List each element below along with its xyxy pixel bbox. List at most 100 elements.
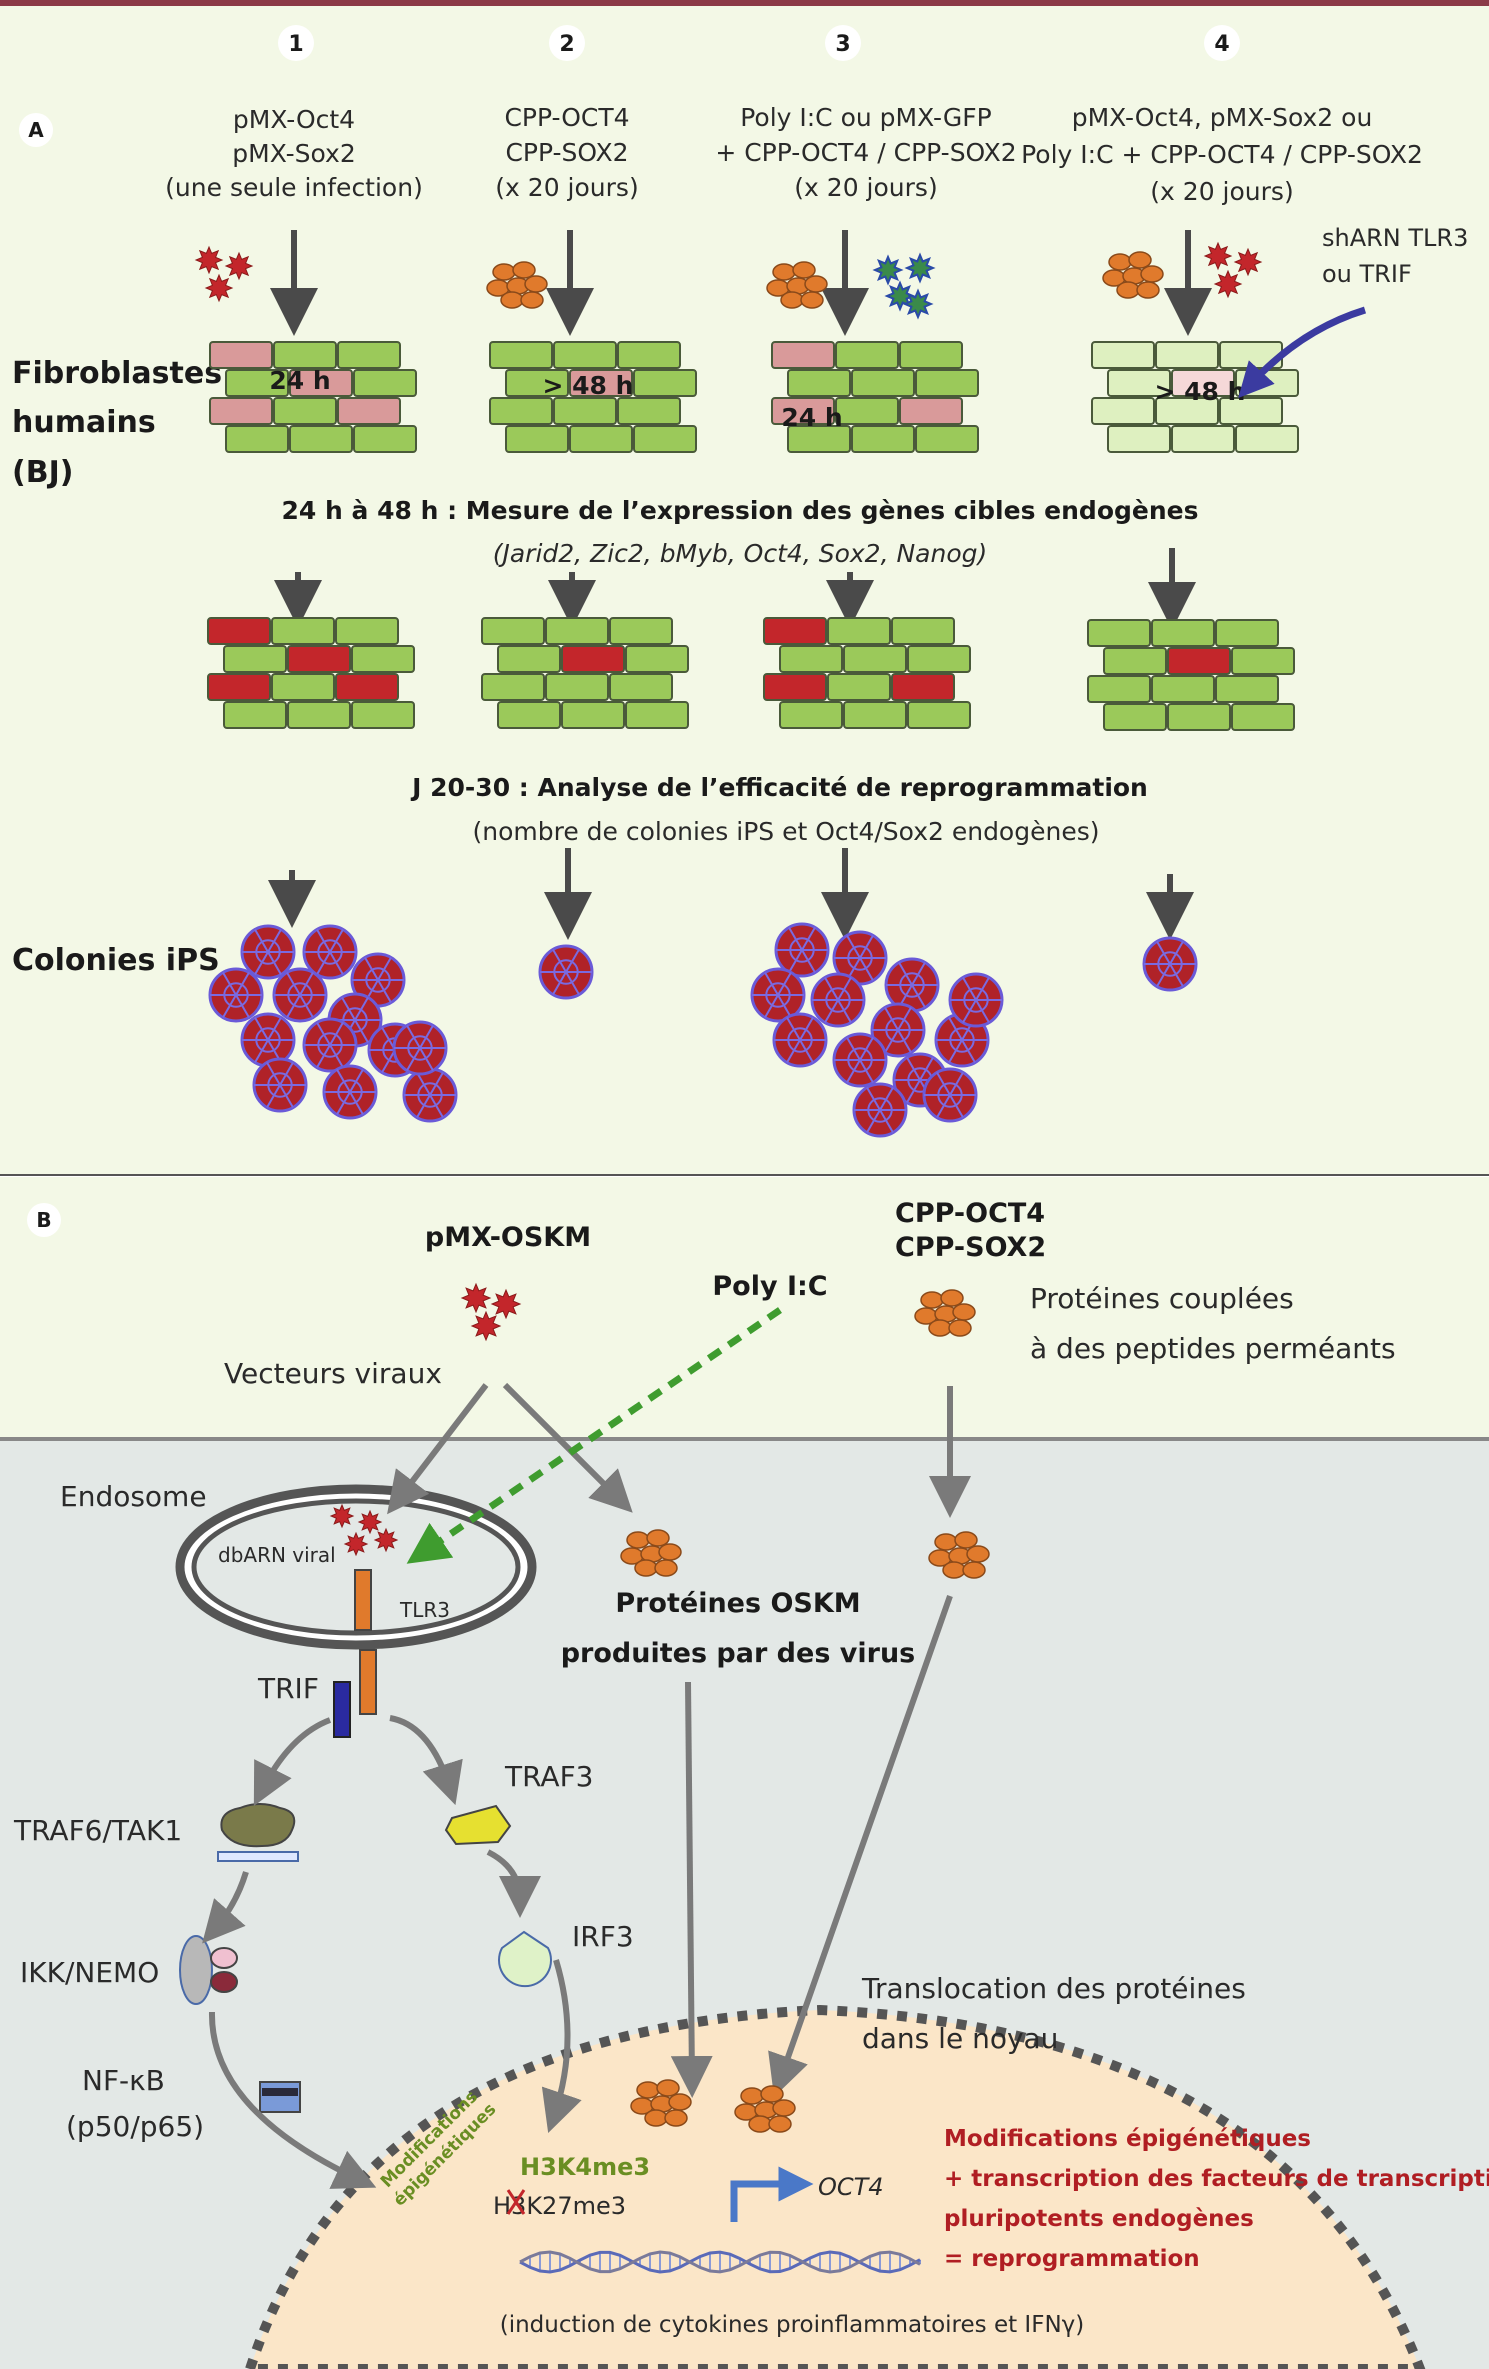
colony-cell-border bbox=[565, 971, 580, 996]
colony-cell-border bbox=[801, 949, 816, 974]
grid-cell bbox=[505, 369, 569, 397]
protein bbox=[962, 1561, 986, 1579]
grid-cell bbox=[1107, 369, 1171, 397]
grid-cell bbox=[223, 701, 287, 729]
ips-colony-col3 bbox=[774, 922, 830, 978]
arrow-traf6-to-ikk bbox=[202, 1871, 249, 1944]
svg-text:+ transcription des facteurs d: + transcription des facteurs de transcri… bbox=[944, 2166, 1489, 2192]
cytokines-label: (induction de cytokines proinflammatoire… bbox=[500, 2312, 1085, 2338]
colony-cell-border bbox=[354, 996, 369, 1021]
grid-cell bbox=[337, 341, 401, 369]
svg-text:ou TRIF: ou TRIF bbox=[1322, 260, 1412, 288]
colony-cell-border bbox=[419, 1024, 434, 1049]
grid-cell bbox=[481, 617, 545, 645]
grid-fibro-1 bbox=[209, 341, 417, 453]
grid-cell bbox=[351, 645, 415, 673]
protein-cluster-cpp-cytoplasm bbox=[928, 1531, 990, 1579]
colony-cell-border bbox=[824, 999, 839, 1024]
svg-text:(x 20 jours): (x 20 jours) bbox=[1150, 177, 1293, 206]
column-3-conditions: Poly I:C ou pMX-GFP + CPP-OCT4 / CPP-SOX… bbox=[715, 103, 1016, 202]
grid-cell bbox=[835, 341, 899, 369]
colony-cell-border bbox=[429, 1071, 444, 1096]
virus-particle bbox=[1213, 269, 1243, 299]
colony-cell-border bbox=[329, 951, 344, 976]
protein bbox=[934, 1533, 958, 1551]
grid-cell bbox=[1171, 369, 1235, 397]
grid-cell bbox=[481, 673, 545, 701]
colony-cell-border bbox=[377, 979, 392, 1004]
colony-cell-border bbox=[837, 976, 852, 1001]
grid-4-label: > 48 h bbox=[1155, 377, 1246, 406]
oskm-proteins-line1: Protéines OSKM bbox=[615, 1588, 860, 1619]
protein-cluster-col2 bbox=[486, 261, 548, 309]
colony-cell-border bbox=[235, 971, 250, 996]
colony-cell-border bbox=[286, 994, 301, 1019]
protein bbox=[1140, 265, 1164, 283]
colony-cell-border bbox=[884, 1006, 899, 1031]
grid-cell bbox=[1103, 703, 1167, 731]
svg-text:Poly I:C ou pMX-GFP: Poly I:C ou pMX-GFP bbox=[740, 103, 992, 132]
protein-cluster-oskm bbox=[620, 1529, 682, 1577]
arrow-vectors-to-endosome bbox=[387, 1383, 489, 1515]
grid-cell bbox=[1231, 647, 1295, 675]
grid-cell bbox=[489, 397, 553, 425]
ips-colony-col3 bbox=[922, 1067, 978, 1123]
colony-cell-border bbox=[884, 1029, 899, 1054]
protein bbox=[656, 2079, 680, 2097]
grid-cell bbox=[225, 369, 289, 397]
grid-cell bbox=[287, 701, 351, 729]
colony-cell-border bbox=[866, 1109, 881, 1134]
ips-colony-col1 bbox=[402, 1067, 458, 1123]
grid-cell bbox=[907, 645, 971, 673]
protein-cluster-cpp bbox=[914, 1289, 976, 1337]
svg-text:+ CPP-OCT4 / CPP-SOX2: + CPP-OCT4 / CPP-SOX2 bbox=[715, 138, 1016, 167]
colony-inner-border bbox=[949, 1027, 975, 1053]
grid-cell bbox=[851, 425, 915, 453]
grid-cell bbox=[545, 673, 609, 701]
colony-cell-border bbox=[961, 1039, 976, 1064]
grid-expr-2 bbox=[481, 617, 689, 729]
colony-inner-border bbox=[847, 945, 873, 971]
arrow-ikk-to-nucleus bbox=[208, 2011, 377, 2189]
irf3-label: IRF3 bbox=[572, 1920, 634, 1953]
colony-cell-border bbox=[764, 971, 779, 996]
colony-inner-border bbox=[765, 982, 791, 1008]
colony-inner-border bbox=[867, 1097, 893, 1123]
colony-cell-border bbox=[267, 928, 282, 953]
virus-particle bbox=[194, 245, 224, 275]
grid-3-label: 24 h bbox=[781, 403, 842, 432]
grid-cell bbox=[915, 369, 979, 397]
colony-cell-border bbox=[906, 1056, 921, 1081]
protein bbox=[492, 263, 516, 281]
grid-cell bbox=[1167, 703, 1231, 731]
top-border bbox=[0, 0, 1489, 6]
colony-cell-border bbox=[254, 951, 269, 976]
colony-cell-border bbox=[846, 934, 861, 959]
grid-cell bbox=[1107, 425, 1171, 453]
colony-cell-border bbox=[299, 971, 314, 996]
colony-inner-border bbox=[789, 937, 815, 963]
gfp-virus-particle bbox=[872, 254, 904, 286]
tlr3-label: TLR3 bbox=[399, 1598, 450, 1622]
column-number-2: 2 bbox=[549, 25, 585, 61]
grid-cell bbox=[1091, 341, 1155, 369]
trif-label: TRIF bbox=[257, 1672, 319, 1705]
protein bbox=[1116, 281, 1140, 299]
colony-cell-border bbox=[364, 956, 379, 981]
colony-cell-border bbox=[419, 1047, 434, 1072]
ips-colony-col1 bbox=[302, 1017, 358, 1073]
svg-text:4: 4 bbox=[1214, 32, 1229, 57]
grid-cell bbox=[335, 617, 399, 645]
grid-cell bbox=[843, 701, 907, 729]
ips-colony-col4 bbox=[1142, 936, 1198, 992]
shrna-arrow bbox=[1238, 306, 1367, 398]
protein bbox=[954, 1531, 978, 1549]
protein bbox=[1108, 253, 1132, 271]
colony-cell-border bbox=[279, 1061, 294, 1086]
grid-cell bbox=[287, 645, 351, 673]
grid-cell bbox=[625, 645, 689, 673]
colony-cell-border bbox=[329, 1044, 344, 1069]
traf6-tak1-shape bbox=[217, 1803, 299, 1862]
ips-colony-col3 bbox=[870, 1002, 926, 1058]
colony-cell-border bbox=[837, 999, 852, 1024]
